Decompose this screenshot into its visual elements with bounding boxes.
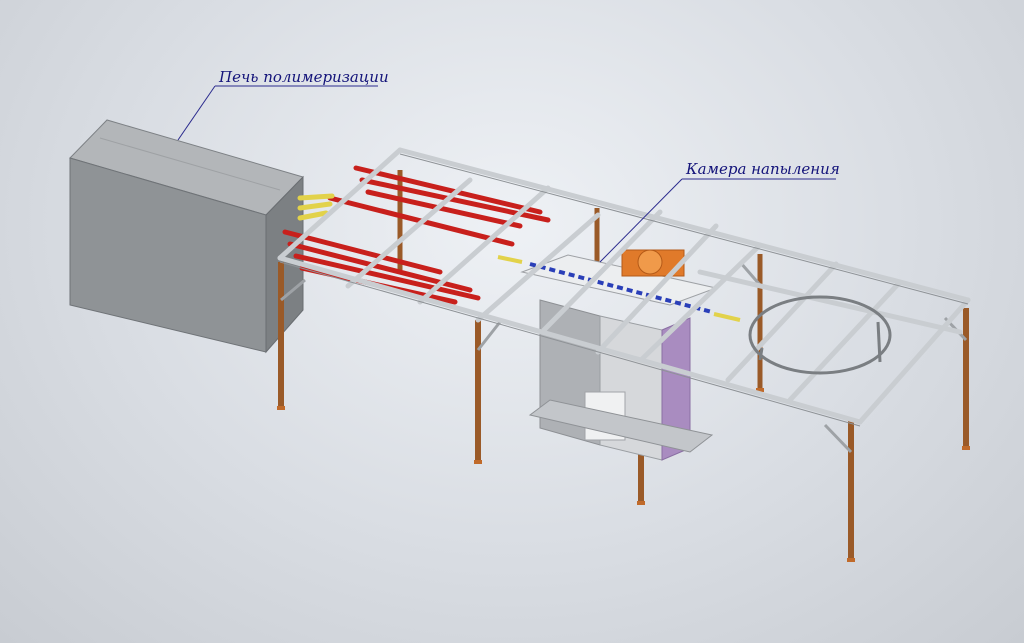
hanger-bars [282,165,551,305]
oven-label: Печь полимеризации [219,68,389,86]
turn-track [748,295,892,375]
booth-top [520,254,718,306]
rail-end-yellow [497,255,523,264]
oven-outlets [297,193,335,221]
booth-label: Камера напыления [686,160,840,178]
curing-oven [69,119,304,354]
oven-side-face [265,175,304,354]
conveyor-frame [277,147,971,425]
conveyor-rail [529,262,713,314]
booth-base [528,399,714,453]
oven-leader-line [177,85,216,141]
booth-leader-line [599,178,683,263]
rail-end-yellow [713,312,741,322]
frame-edges [279,153,969,427]
